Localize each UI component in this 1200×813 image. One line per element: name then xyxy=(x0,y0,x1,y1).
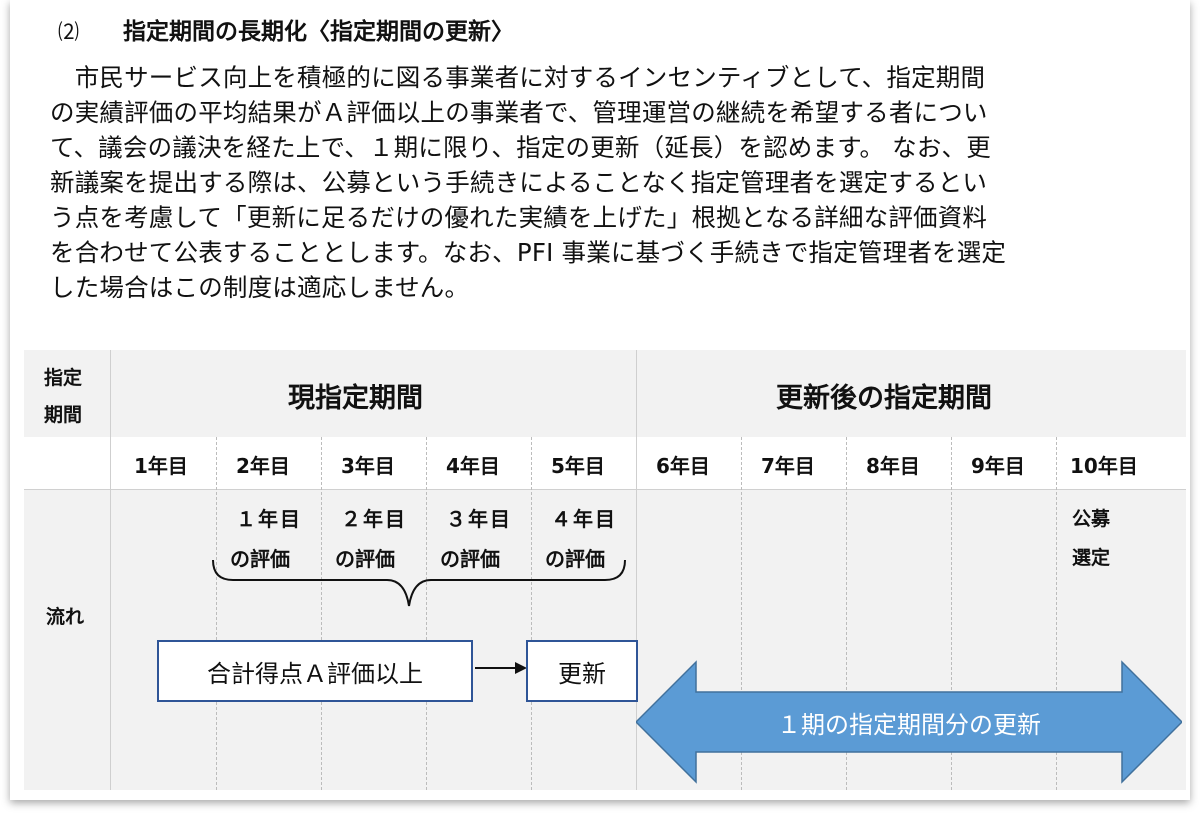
column-divider xyxy=(636,350,637,790)
column-divider xyxy=(321,437,322,790)
year-label: 10年目 xyxy=(1070,454,1138,478)
corner-label: 指定 xyxy=(44,367,83,389)
section-heading: ⑵ 指定期間の長期化〈指定期間の更新〉 xyxy=(58,12,514,46)
year-label: 3年目 xyxy=(341,454,395,478)
body-paragraph: 市民サービス向上を積極的に図る事業者に対するインセンティブとして、指定期間 の実… xyxy=(50,60,1190,305)
column-divider xyxy=(110,350,111,790)
year-label: 8年目 xyxy=(866,454,920,478)
paragraph-line: した場合はこの制度は適応しません。 xyxy=(50,273,470,302)
period-table: 指定 期間 現指定期間 更新後の指定期間 1年目 2年目 3年目 4年目 5年目… xyxy=(24,350,1186,790)
paragraph-line: 市民サービス向上を積極的に図る事業者に対するインセンティブとして、指定期間 xyxy=(50,63,986,92)
document-page: ⑵ 指定期間の長期化〈指定期間の更新〉 市民サービス向上を積極的に図る事業者に対す… xyxy=(10,0,1190,800)
paragraph-line: 新議案を提出する際は、公募という手続きによることなく指定管理者を選定するとい xyxy=(50,168,988,197)
score-condition-box: 合計得点Ａ評価以上 xyxy=(157,640,473,702)
table-year-row xyxy=(24,437,1186,490)
year-label: 7年目 xyxy=(761,454,815,478)
year-label: 5年目 xyxy=(551,454,605,478)
column-divider xyxy=(216,437,217,790)
year-label: 6年目 xyxy=(656,454,710,478)
column-divider xyxy=(846,437,847,790)
curly-brace xyxy=(212,559,626,607)
table-header-row xyxy=(24,350,1186,439)
section-title: 指定期間の長期化〈指定期間の更新〉 xyxy=(123,19,514,45)
renewed-period-heading: 更新後の指定期間 xyxy=(776,383,992,414)
evaluation-label: １年目 xyxy=(236,507,302,531)
year-label: 1年目 xyxy=(134,454,188,478)
year-label: 9年目 xyxy=(971,454,1025,478)
paragraph-line: の実績評価の平均結果がＡ評価以上の事業者で、管理運営の継続を希望する者につい xyxy=(50,98,988,127)
column-divider xyxy=(531,437,532,790)
renewal-period-arrow: １期の指定期間分の更新 xyxy=(636,660,1182,784)
column-divider xyxy=(1056,437,1057,790)
evaluation-label: の評価 xyxy=(545,547,605,571)
right-arrow-icon xyxy=(475,662,527,674)
renew-text: 更新 xyxy=(558,659,606,688)
evaluation-label: の評価 xyxy=(440,547,500,571)
renew-box: 更新 xyxy=(526,640,638,702)
year-label: 2年目 xyxy=(236,454,290,478)
corner-label: 期間 xyxy=(44,404,83,426)
section-number: ⑵ xyxy=(58,20,79,44)
recruit-label: 公募 xyxy=(1072,508,1111,530)
paragraph-line: を合わせて公表することとします。なお、PFI 事業に基づく手続きで指定管理者を選… xyxy=(50,238,1007,267)
column-divider xyxy=(426,437,427,790)
current-period-heading: 現指定期間 xyxy=(288,383,423,414)
column-divider xyxy=(951,437,952,790)
paragraph-line: て、議会の議決を経た上で、１期に限り、指定の更新（延長）を認めます。 なお、更 xyxy=(50,133,991,162)
double-arrow-icon xyxy=(636,660,1182,784)
evaluation-label: ３年目 xyxy=(446,507,512,531)
year-label: 4年目 xyxy=(446,454,500,478)
recruit-label: 選定 xyxy=(1072,547,1111,569)
evaluation-label: ２年目 xyxy=(341,507,407,531)
flow-label: 流れ xyxy=(46,606,85,628)
renewal-arrow-label: １期の指定期間分の更新 xyxy=(777,710,1041,739)
column-divider xyxy=(741,437,742,790)
paragraph-line: う点を考慮して「更新に足るだけの優れた実績を上げた」根拠となる詳細な評価資料 xyxy=(50,203,988,232)
evaluation-label: の評価 xyxy=(230,547,290,571)
evaluation-label: の評価 xyxy=(335,547,395,571)
score-condition-text: 合計得点Ａ評価以上 xyxy=(207,659,423,688)
evaluation-label: ４年目 xyxy=(551,507,617,531)
